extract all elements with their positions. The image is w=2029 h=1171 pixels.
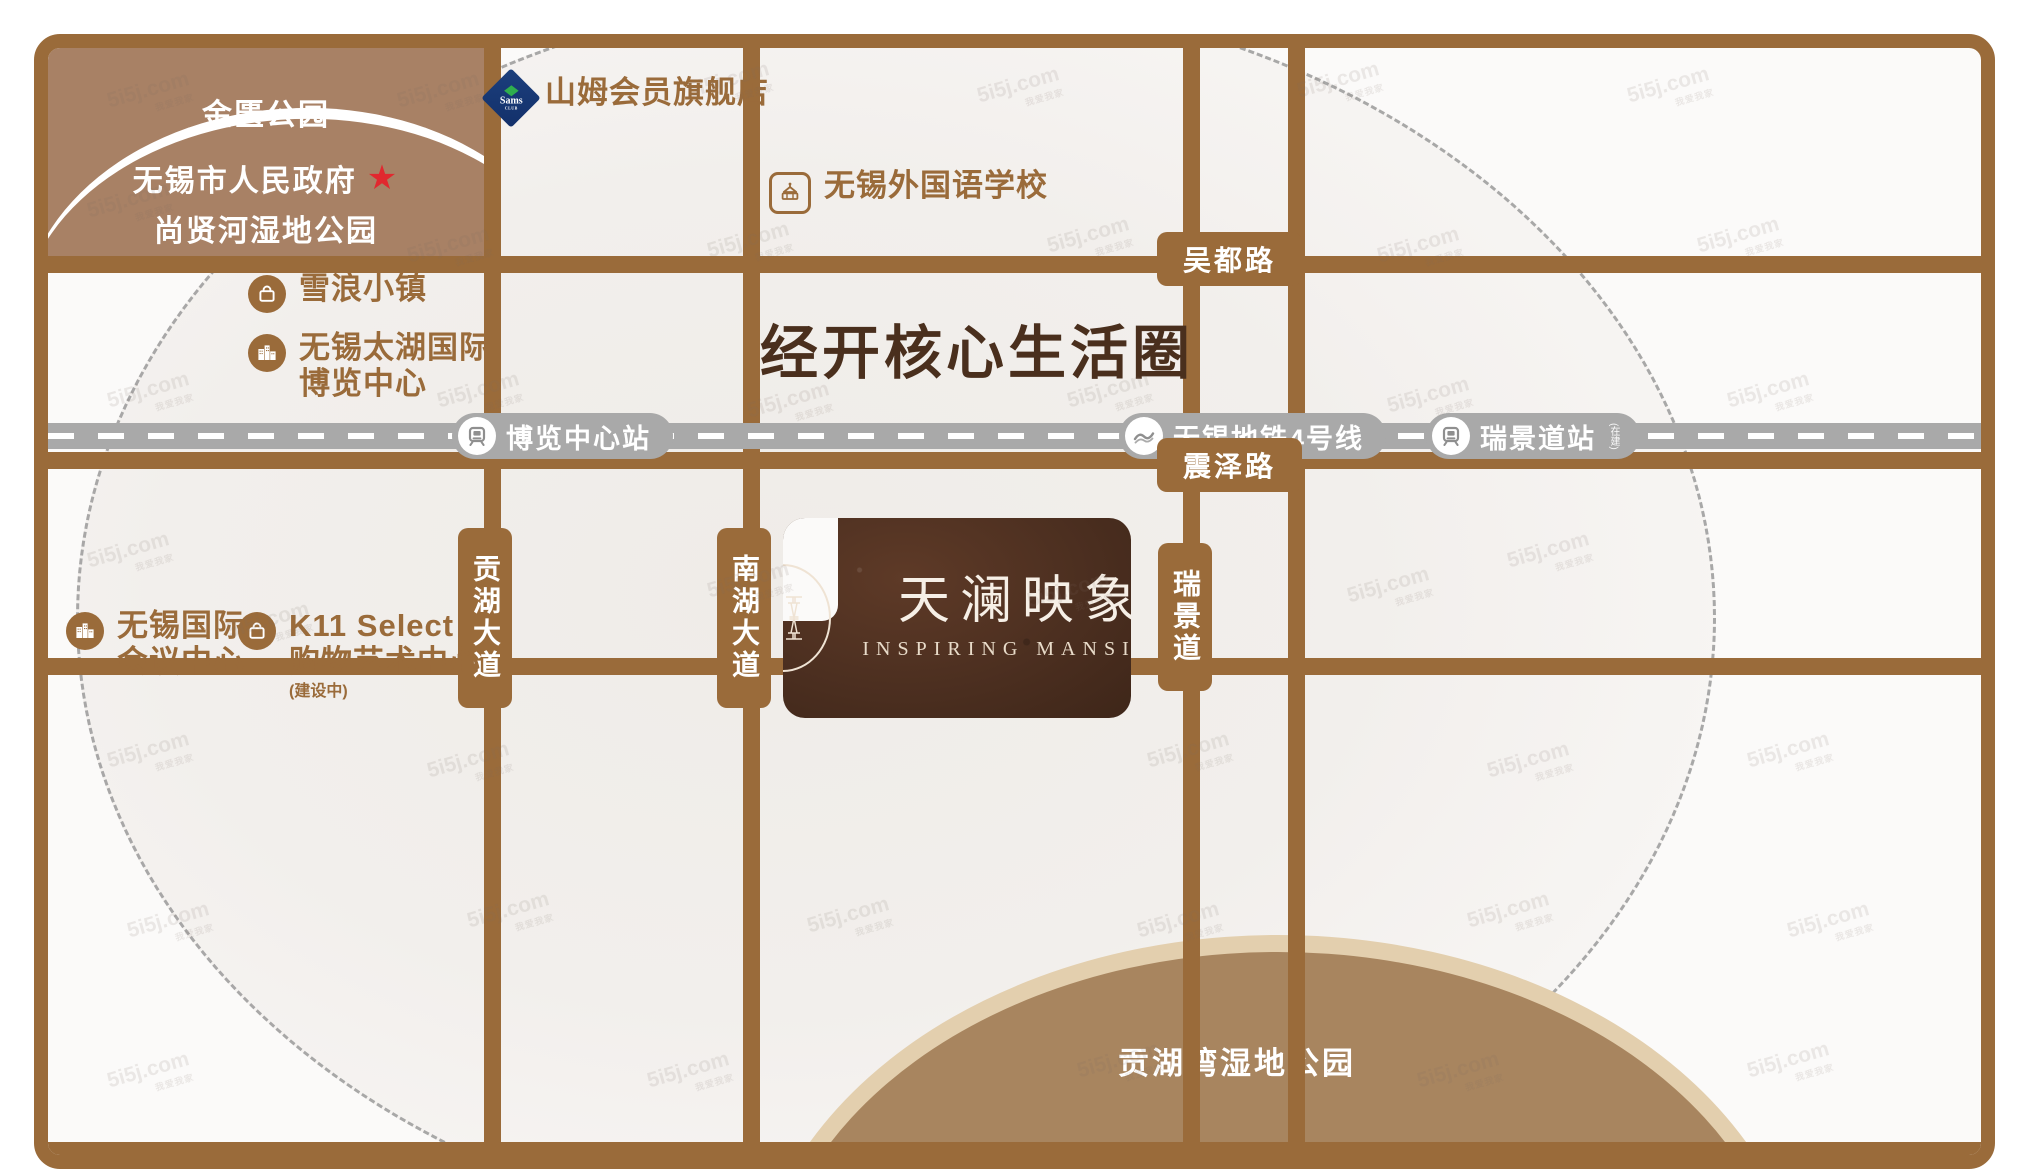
poi-label: 无锡外国语学校 [824,168,1048,203]
poi-label: 雪浪小镇 [299,271,427,306]
wave-icon [1125,417,1163,455]
poi-label-line2: 购物艺术中心 [289,644,481,680]
poi-label-line1: K11 Select [289,608,455,643]
park-label-jinkui: 金匮公园 [202,99,330,132]
poi-taihu-expo-center[interactable]: 无锡太湖国际 博览中心 [248,330,491,403]
poi-xuelang-town[interactable]: 雪浪小镇 [248,271,427,313]
property-logo-group: 天澜映象 INSPIRING MANSION [783,518,1131,718]
metro-station-note: (在建) [1608,422,1619,450]
road-label: 瑞景道 [1170,569,1201,665]
park-label-shangxianhe: 尚贤河湿地公园 [154,215,378,248]
government-label-row: 无锡市人民政府 ★ [48,156,484,200]
road-label: 吴都路 [1183,245,1277,276]
poi-k11-select[interactable]: K11 Select 购物艺术中心 (建设中) [238,608,481,701]
road-badge-nanhudadao: 南湖大道 [717,528,771,708]
property-name-en: INSPIRING MANSION [862,637,1131,660]
map-frame: 贡湖湾湿地公园 金匮公园 无锡市人民政府 ★ 尚贤河湿地公园 [34,34,1995,1169]
headline-text: 经开核心生活圈 [760,321,1195,386]
property-name-cn: 天澜映象 [897,573,1131,631]
metro-station-label: 瑞景道站 [1480,423,1596,454]
wetland-park-label: 贡湖湾湿地公园 [1118,1046,1356,1081]
road-label: 震泽路 [1183,451,1277,482]
road-badge-zhenzelu: 震泽路 [1157,438,1303,492]
building-icon [248,334,286,372]
metro-train-icon [458,417,496,455]
metro-station-label: 博览中心站 [506,423,651,454]
poi-international-conference-center[interactable]: 无锡国际 会议中心 [66,608,245,681]
poi-label-line2: 博览中心 [299,366,427,402]
road-label: 贡湖大道 [470,554,501,682]
star-icon: ★ [366,159,400,197]
road-badge-wudulu: 吴都路 [1157,232,1303,286]
poi-label-line1: 无锡国际 [117,608,245,643]
poi-label: 无锡太湖国际 博览中心 [299,330,491,403]
road-horizontal-wudu [48,452,1981,469]
building-icon [66,612,104,650]
school-icon [769,172,811,214]
metro-train-icon [1432,417,1470,455]
metro-line-4[interactable] [48,423,1981,449]
property-block-tianlanyingxiang[interactable]: 天澜映象 INSPIRING MANSION [783,518,1131,718]
road-horizontal-top [48,256,1981,273]
poi-label: K11 Select 购物艺术中心 (建设中) [289,608,481,701]
pillars-emblem-icon [783,564,832,672]
road-label: 南湖大道 [729,554,760,682]
poi-label: 无锡国际 会议中心 [117,608,245,681]
poi-label: 山姆会员旗舰店 [545,75,769,110]
sams-club-logo: Sams CLUB [481,68,541,128]
poi-sams-club[interactable]: Sams CLUB 山姆会员旗舰店 [481,68,769,128]
shopping-bag-icon [238,612,276,650]
road-vertical-east [1288,48,1305,1155]
government-label: 无锡市人民政府 [132,165,357,198]
road-horizontal-bottom [48,1142,1981,1155]
property-name-group: 天澜映象 INSPIRING MANSION [855,575,1131,661]
poi-label-line2: 会议中心 [117,644,245,680]
shopping-bag-icon [248,275,286,313]
metro-dash-pattern [48,433,1981,439]
top-left-park-block: 金匮公园 无锡市人民政府 ★ 尚贤河湿地公园 [48,48,484,256]
poi-foreign-language-school[interactable]: 无锡外国语学校 [769,168,1048,214]
poi-label-line1: 无锡太湖国际 [299,330,491,365]
metro-station-ruijingdao[interactable]: 瑞景道站 (在建) [1426,413,1640,459]
road-badge-ruijingdao: 瑞景道 [1158,543,1212,691]
road-badge-gonghudadao: 贡湖大道 [458,528,512,708]
poi-label-note: (建设中) [289,682,348,700]
metro-station-bolanzhongxin[interactable]: 博览中心站 [452,413,673,459]
